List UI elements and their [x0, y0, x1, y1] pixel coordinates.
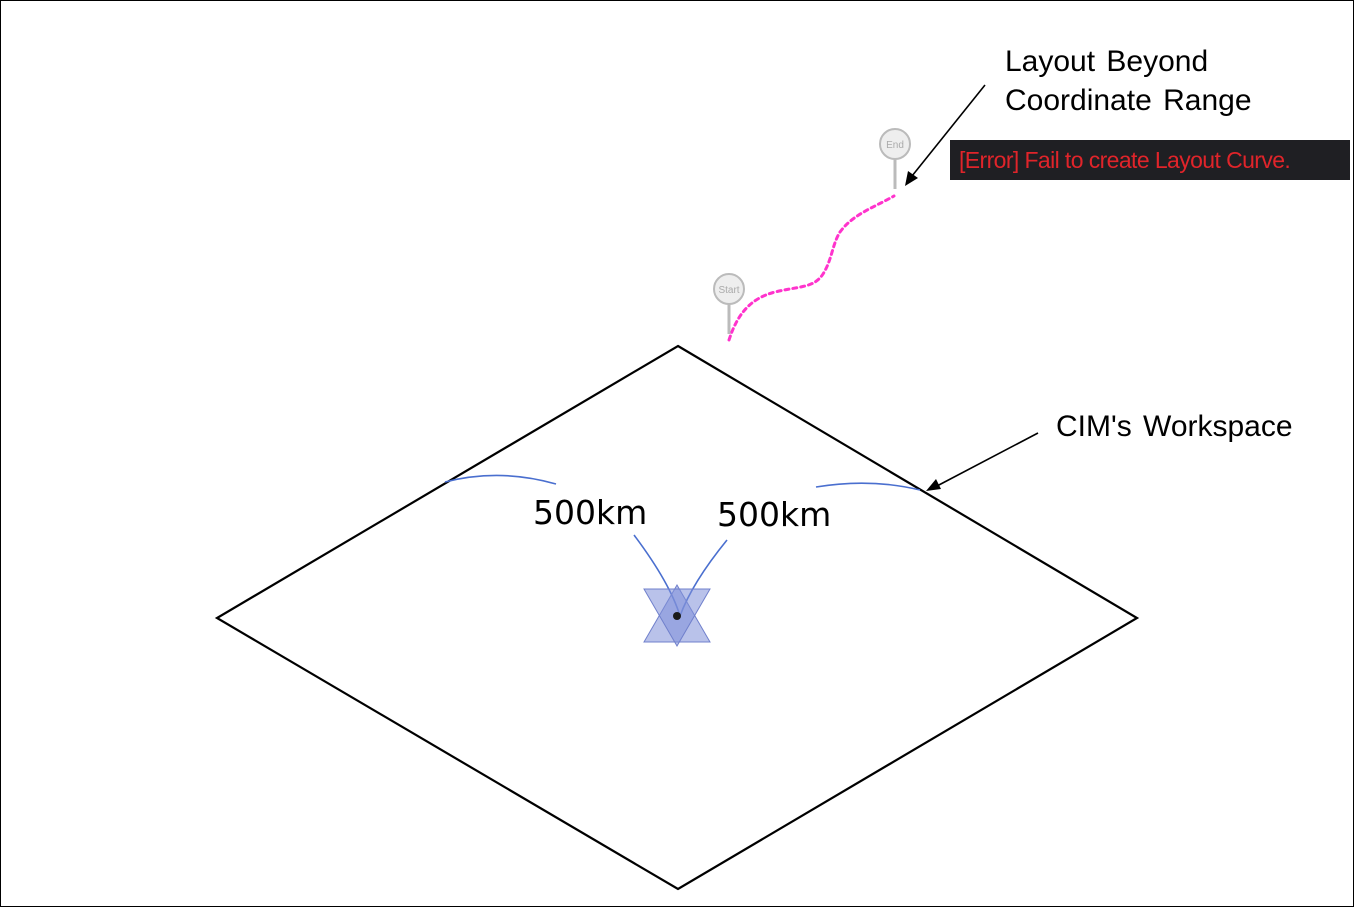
- map-pin-icon: [713, 273, 745, 305]
- right-edge-dimension-arc: [815, 482, 921, 491]
- left-dimension-label: 500km: [533, 493, 648, 532]
- workspace-arrow: [926, 432, 1039, 491]
- layout-curve: [727, 194, 896, 342]
- left-edge-dimension-arc: [444, 474, 557, 485]
- start-pin: Start: [713, 273, 745, 334]
- six-point-star-icon: [643, 584, 711, 647]
- cim-workspace-outline: [214, 344, 1140, 891]
- layout-beyond-callout: Layout Beyond Coordinate Range: [1005, 42, 1252, 120]
- workspace-callout: CIM's Workspace: [1056, 410, 1293, 443]
- layout-beyond-line2: Coordinate Range: [1005, 84, 1252, 117]
- right-dimension-label: 500km: [717, 495, 832, 534]
- error-banner: [Error] Fail to create Layout Curve.: [950, 140, 1350, 180]
- end-pin-label: End: [886, 140, 904, 151]
- end-pin: End: [879, 128, 911, 189]
- map-pin-icon: [879, 128, 911, 160]
- layout-beyond-arrow: [905, 84, 986, 186]
- dimension-arcs: [444, 474, 921, 617]
- layout-beyond-line1: Layout Beyond: [1005, 45, 1209, 78]
- origin-dot: [673, 612, 681, 620]
- start-pin-label: Start: [718, 285, 739, 296]
